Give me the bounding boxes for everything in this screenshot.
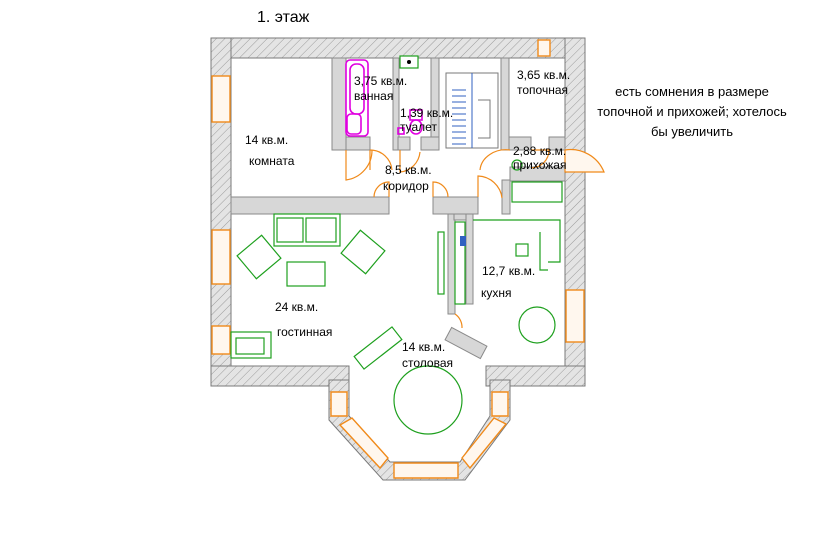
doors: [345, 148, 605, 329]
stairs: [445, 72, 499, 149]
room-name-kuhnya: кухня: [481, 286, 512, 300]
coffee-table: [286, 261, 326, 287]
plant-prihozhaya: [511, 159, 523, 171]
room-area-prihozhaya: 2,88 кв.м.: [513, 144, 567, 158]
sofa: [273, 213, 341, 247]
room-area-gostinnaya: 24 кв.м.: [275, 300, 319, 314]
furniture: [230, 159, 563, 435]
plant: [515, 243, 529, 257]
room-name-komnata: комната: [249, 154, 295, 168]
room-name-topochnaya: топочная: [517, 83, 568, 97]
kitchen-counter-island: [437, 231, 445, 295]
plan-note: есть сомнения в размере топочной и прихо…: [597, 84, 787, 139]
plumbing: [345, 59, 423, 137]
room-name-stolovaya: столовая: [402, 356, 453, 370]
windows: [211, 39, 585, 479]
wall-top: [210, 37, 586, 59]
boiler-dot: [407, 60, 411, 64]
armchair-left: [236, 234, 282, 280]
plan-title: 1. этаж: [257, 9, 310, 26]
room-area-topochnaya: 3,65 кв.м.: [517, 68, 571, 82]
room-area-komnata: 14 кв.м.: [245, 133, 289, 147]
room-area-vannaya: 3,75 кв.м.: [354, 74, 408, 88]
room-area-koridor: 8,5 кв.м.: [385, 163, 432, 177]
toilet-bowl: [409, 119, 423, 135]
wall-bottom-left: [210, 365, 350, 387]
shoe-cabinet: [511, 181, 563, 203]
kitchen-table: [518, 306, 556, 344]
armchair-right: [340, 229, 386, 275]
room-area-stolovaya: 14 кв.м.: [402, 340, 446, 354]
sideboard: [353, 326, 403, 370]
room-area-kuhnya: 12,7 кв.м.: [482, 264, 536, 278]
room-name-vannaya: ванная: [354, 89, 394, 103]
kitchen-counter: [473, 219, 561, 263]
room-name-koridor: коридор: [383, 179, 429, 193]
wall-bottom-right: [485, 365, 586, 387]
interior-walls: [230, 57, 566, 360]
room-name-gostinnaya: гостинная: [277, 325, 333, 339]
kitchen-appliances: [454, 221, 466, 305]
room-name-prihozhaya: прихожая: [513, 158, 567, 172]
room-name-tualet: туалет: [400, 120, 437, 134]
sink: [346, 113, 362, 135]
room-area-tualet: 1,39 кв.м.: [400, 106, 454, 120]
bathtub: [345, 59, 369, 137]
dining-table: [393, 365, 463, 435]
fireplace: [230, 331, 272, 359]
stair-steps: [452, 89, 466, 145]
